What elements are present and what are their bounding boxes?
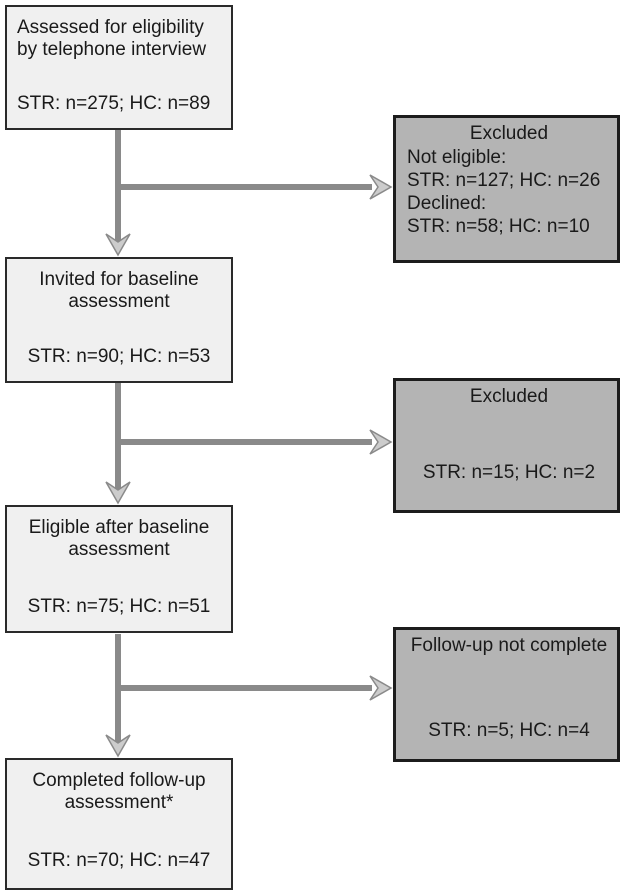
- box-title: Assessed for eligibility by telephone in…: [17, 17, 207, 60]
- box-title: Eligible after baseline assessment: [28, 517, 210, 560]
- arrow-assessed-to-excluded-1: [115, 174, 393, 200]
- box-counts: STR: n=75; HC: n=51: [27, 596, 211, 617]
- flow-box-invited-baseline: Invited for baseline assessment STR: n=9…: [5, 257, 233, 383]
- box-counts: STR: n=90; HC: n=53: [27, 346, 211, 367]
- arrow-eligible-to-completed: [105, 634, 131, 758]
- box-title: Completed follow-up assessment*: [32, 770, 206, 813]
- flow-box-excluded-2: Excluded STR: n=15; HC: n=2: [393, 378, 620, 513]
- flow-box-eligible-after-baseline: Eligible after baseline assessment STR: …: [5, 505, 233, 633]
- flow-box-followup-not-complete: Follow-up not complete STR: n=5; HC: n=4: [393, 627, 620, 762]
- box-counts: STR: n=15; HC: n=2: [422, 462, 596, 483]
- box-counts: STR: n=5; HC: n=4: [428, 720, 590, 741]
- arrow-invited-to-eligible: [105, 382, 131, 505]
- flow-box-assessed-eligibility: Assessed for eligibility by telephone in…: [5, 5, 233, 130]
- box-title: Invited for baseline assessment: [39, 269, 199, 312]
- arrow-eligible-to-excluded-3: [115, 675, 393, 701]
- flow-box-excluded-1: Excluded Not eligible: STR: n=127; HC: n…: [393, 115, 620, 263]
- box-counts: STR: n=70; HC: n=47: [27, 850, 211, 871]
- box-title: Follow-up not complete: [410, 635, 608, 656]
- box-title: Excluded: [469, 386, 549, 407]
- box-title: Excluded: [469, 123, 549, 144]
- box-details: Not eligible: STR: n=127; HC: n=26 Decli…: [407, 147, 601, 237]
- box-counts: STR: n=275; HC: n=89: [17, 93, 211, 114]
- arrow-assessed-to-invited: [105, 129, 131, 257]
- arrow-invited-to-excluded-2: [115, 429, 393, 455]
- flow-box-completed-followup: Completed follow-up assessment* STR: n=7…: [5, 758, 233, 890]
